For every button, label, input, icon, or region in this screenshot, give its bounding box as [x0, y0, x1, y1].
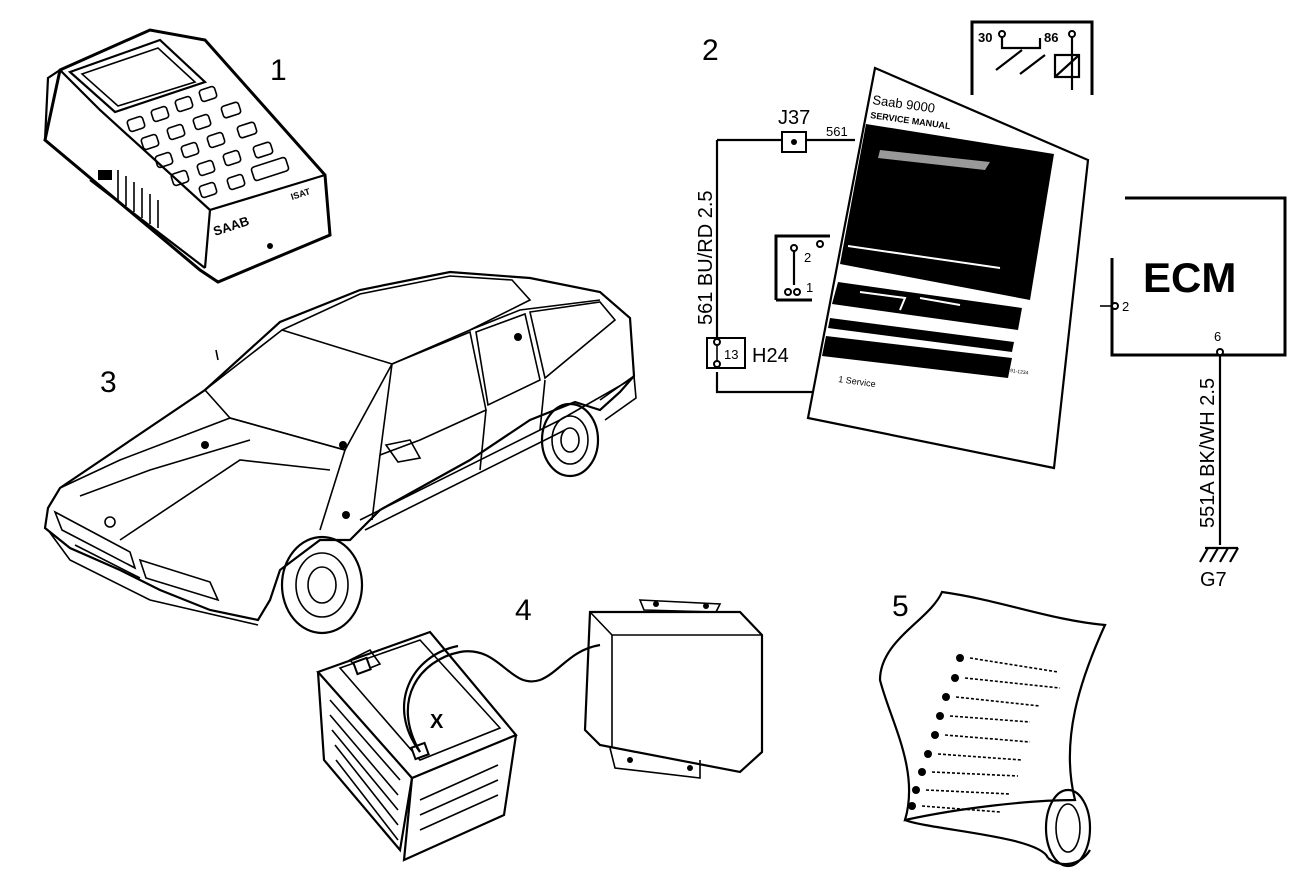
checklist-scroll: 5 [878, 590, 1107, 868]
car: 3 [43, 270, 637, 635]
ecm-label: ECM [1143, 254, 1236, 301]
switch-pin-1: 1 [806, 280, 813, 295]
ground-g7: G7 [1200, 569, 1227, 591]
h24-pin: 13 [724, 347, 738, 362]
ecm-pin-2: 2 [1122, 299, 1129, 314]
tester-brand: SAAB [211, 213, 251, 239]
item-label-3: 3 [100, 366, 117, 399]
manual-section: 1 Service [838, 374, 877, 389]
manual-code: 91-1234 [1010, 368, 1029, 377]
battery-mark: X [430, 711, 444, 733]
item-label-1: 1 [270, 54, 287, 87]
connector-h24: H24 [752, 345, 789, 367]
relay-pin-30: 30 [978, 30, 992, 45]
wire-561-top: 561 [826, 124, 848, 139]
tester-keypad [126, 85, 290, 199]
battery-and-module: X 4 [316, 594, 764, 862]
switch-pin-2: 2 [804, 250, 811, 265]
item-label-4: 4 [515, 594, 532, 627]
tester-model: ISAT [290, 186, 312, 202]
wire-551a: 551A BK/WH 2.5 [1197, 378, 1219, 528]
checklist-items [908, 654, 1061, 813]
wiring-diagram: 30 86 J37 561 561 BU/RD 2.5 13 H24 2 1 [695, 20, 1287, 591]
relay-pin-86: 86 [1044, 30, 1058, 45]
item-label-5: 5 [892, 590, 909, 623]
ecm-pin-6: 6 [1214, 329, 1221, 344]
connector-j37: J37 [778, 107, 810, 129]
service-manual: Saab 9000 SERVICE MANUAL 1 Service 91-12… [806, 66, 1090, 470]
diagnostic-tester: SAAB ISAT 1 [43, 28, 332, 284]
wire-561-left: 561 BU/RD 2.5 [695, 190, 717, 325]
item-label-2: 2 [702, 34, 719, 67]
